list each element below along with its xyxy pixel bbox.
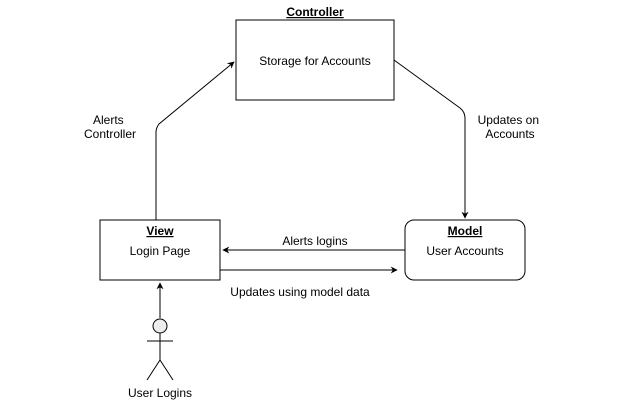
- actor-right-leg: [159, 359, 174, 381]
- edge-model-to-view: Alerts logins: [222, 234, 405, 254]
- updates-on-accounts-label-line2: Accounts: [485, 127, 534, 141]
- alerts-controller-label-line1: Alerts: [93, 113, 124, 127]
- updates-on-accounts-label-line1: Updates on: [478, 113, 539, 127]
- edge-view-to-model: Updates using model data: [220, 266, 398, 299]
- controller-node[interactable]: Controller Storage for Accounts: [235, 5, 395, 101]
- updates-using-model-data-label: Updates using model data: [230, 285, 370, 299]
- view-node[interactable]: View Login Page: [99, 219, 221, 281]
- edge-controller-to-model-line: [393, 59, 469, 219]
- model-title: Model: [448, 224, 483, 238]
- controller-box: [235, 19, 395, 101]
- view-title: View: [146, 224, 174, 238]
- alerts-logins-label: Alerts logins: [282, 234, 347, 248]
- user-actor[interactable]: User Logins: [128, 318, 192, 400]
- updates-on-accounts-label: Updates on Accounts: [478, 113, 543, 141]
- model-node[interactable]: Model User Accounts: [404, 219, 526, 281]
- edge-view-to-controller: Alerts Controller: [84, 61, 235, 220]
- view-box: [99, 219, 221, 281]
- actor-left-leg: [146, 359, 161, 381]
- model-content: User Accounts: [426, 244, 503, 258]
- alerts-controller-label: Alerts Controller: [84, 113, 136, 141]
- actor-head: [152, 318, 168, 334]
- edge-view-to-controller-line: [155, 61, 235, 220]
- alerts-controller-label-line2: Controller: [84, 127, 136, 141]
- controller-title: Controller: [286, 5, 344, 19]
- view-content: Login Page: [130, 244, 191, 258]
- controller-content: Storage for Accounts: [259, 54, 370, 68]
- actor-label: User Logins: [128, 386, 192, 400]
- edge-controller-to-model: Updates on Accounts: [393, 59, 543, 219]
